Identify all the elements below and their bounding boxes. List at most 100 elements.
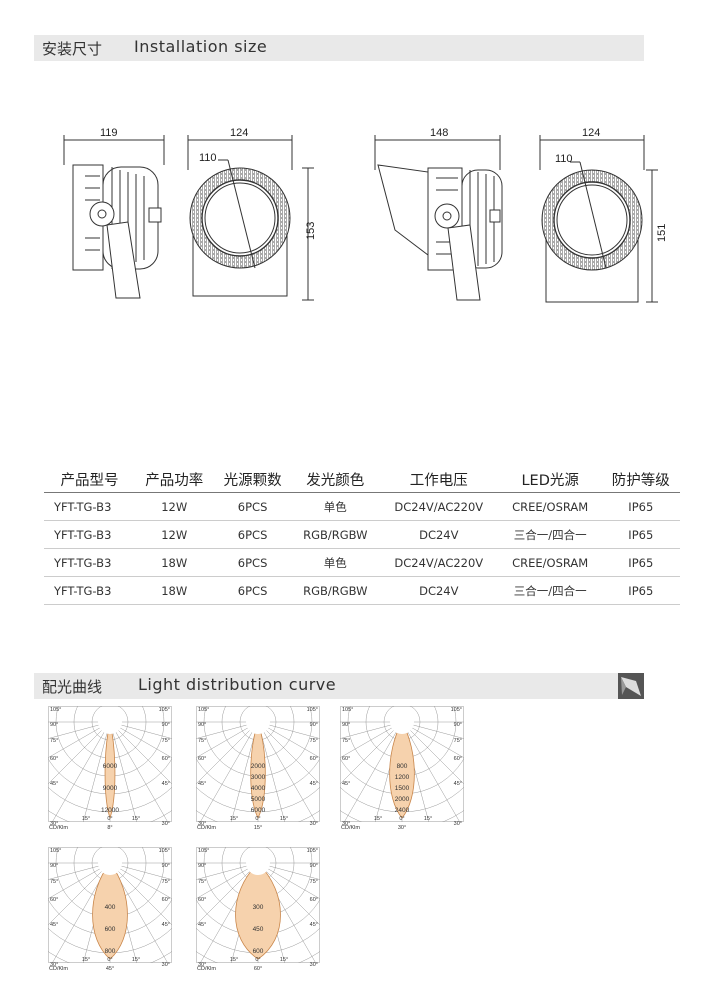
grid-spoke (199, 721, 259, 822)
table-row: YFT-TG-B3 12W 6PCS 单色 DC24V/AC220V CREE/… (44, 492, 680, 521)
cell-ip-rating: IP65 (601, 520, 680, 549)
dim-view3-width: 148 (430, 127, 448, 139)
installation-title-zh: 安装尺寸 (42, 40, 103, 58)
radial-label: 1500 (395, 785, 410, 792)
header-model: 产品型号 (44, 466, 136, 493)
angle-label-left: 45° (50, 922, 58, 928)
beam-angle-label: 8° (107, 825, 112, 830)
light-distribution-title-en: Light distribution curve (138, 675, 337, 694)
radial-label: 800 (105, 948, 116, 955)
grid-spoke (257, 721, 320, 739)
angle-label-bottom: 15° (82, 816, 90, 822)
radial-label: 1200 (395, 774, 410, 781)
grid-spoke (257, 721, 320, 759)
cell-model: YFT-TG-B3 (44, 548, 136, 577)
cell-led-source: 三合一/四合一 (498, 520, 602, 549)
grid-spoke (196, 721, 259, 759)
cell-ip-rating: IP65 (601, 548, 680, 577)
chart-grid (196, 706, 320, 822)
beam-angle-label: 15° (254, 825, 262, 830)
header-led-source: LED光源 (498, 466, 602, 493)
grid-spoke (109, 721, 172, 785)
radial-label: 800 (397, 763, 408, 770)
cell-model: YFT-TG-B3 (44, 492, 136, 521)
center-disk (246, 710, 270, 734)
grid-spoke (401, 721, 464, 739)
grid-spoke (196, 862, 259, 926)
angle-label-right: 105° (307, 848, 318, 854)
radial-label: 4000 (251, 785, 266, 792)
unit-label: CD/Klm (197, 966, 216, 971)
grid-spoke (48, 721, 111, 759)
cell-voltage: DC24V (378, 520, 499, 549)
corner-logo-icon (621, 677, 641, 696)
grid-spoke (257, 862, 320, 900)
angle-label-right: 45° (162, 781, 170, 787)
angle-label-right: 30° (310, 962, 318, 968)
angle-label-left: 75° (50, 879, 58, 885)
grid-spoke (257, 862, 320, 926)
angle-label-left: 60° (198, 897, 206, 903)
grid-spoke (196, 862, 259, 880)
grid-spoke (48, 862, 111, 926)
polar-chart-svg: 20003000400050006000105°90°75°60°45°30°1… (196, 706, 320, 830)
cell-color: RGB/RGBW (291, 576, 379, 605)
grid-spoke (109, 721, 172, 739)
polar-chart-svg: 6000900012000105°90°75°60°45°30°105°90°7… (48, 706, 172, 830)
chart-grid (196, 847, 320, 963)
grid-spoke (340, 721, 403, 759)
cell-color: 单色 (291, 492, 379, 521)
cell-color: 单色 (291, 548, 379, 577)
angle-label-left: 90° (50, 722, 58, 728)
angle-label-right: 105° (159, 707, 170, 713)
light-distribution-header: 配光曲线 Light distribution curve (34, 673, 644, 699)
cell-led-source: CREE/OSRAM (498, 548, 602, 577)
angle-label-bottom: 0° (107, 816, 112, 822)
angle-label-left: 90° (342, 722, 350, 728)
front-view-4 (539, 135, 658, 303)
header-voltage: 工作电压 (378, 466, 499, 493)
radial-label: 2400 (395, 807, 410, 814)
center-disk (98, 851, 122, 875)
angle-label-left: 30° (50, 962, 58, 968)
cell-voltage: DC24V (378, 576, 499, 605)
angle-label-bottom: 15° (132, 816, 140, 822)
grid-spoke (230, 721, 259, 822)
angle-label-right: 90° (454, 722, 462, 728)
angle-label-left: 30° (342, 821, 350, 827)
angle-label-right: 75° (310, 879, 318, 885)
cell-led-count: 6PCS (213, 492, 292, 521)
dim-view4-width: 124 (582, 127, 600, 139)
light-lobe (104, 721, 116, 820)
angle-label-left: 30° (50, 821, 58, 827)
light-distribution-title-zh: 配光曲线 (42, 678, 103, 696)
grid-spoke (109, 721, 138, 822)
dim-view2-width: 124 (230, 127, 248, 139)
angle-label-bottom: 0° (399, 816, 404, 822)
center-disk (98, 710, 122, 734)
cell-led-source: 三合一/四合一 (498, 576, 602, 605)
chart-grid (48, 706, 172, 822)
dim-view1-width: 119 (100, 127, 118, 139)
angle-label-left: 60° (342, 756, 350, 762)
cell-power: 12W (135, 492, 214, 521)
angle-label-bottom: 15° (280, 957, 288, 963)
grid-spoke (257, 862, 320, 880)
unit-label: CD/Klm (49, 825, 68, 830)
angle-label-left: 30° (198, 821, 206, 827)
beam-angle-label: 45° (106, 966, 114, 971)
table-row: YFT-TG-B3 12W 6PCS RGB/RGBW DC24V 三合一/四合… (44, 520, 680, 549)
angle-label-right: 45° (454, 781, 462, 787)
radial-label: 400 (105, 904, 116, 911)
beam-angle-label: 60° (254, 966, 262, 971)
radial-label: 450 (253, 926, 264, 933)
angle-label-left: 45° (50, 781, 58, 787)
angle-label-bottom: 15° (374, 816, 382, 822)
unit-label: CD/Klm (341, 825, 360, 830)
angle-label-bottom: 15° (132, 957, 140, 963)
angle-label-left: 75° (198, 738, 206, 744)
angle-label-left: 90° (50, 863, 58, 869)
angle-label-bottom: 15° (82, 957, 90, 963)
radial-label: 600 (253, 948, 264, 955)
